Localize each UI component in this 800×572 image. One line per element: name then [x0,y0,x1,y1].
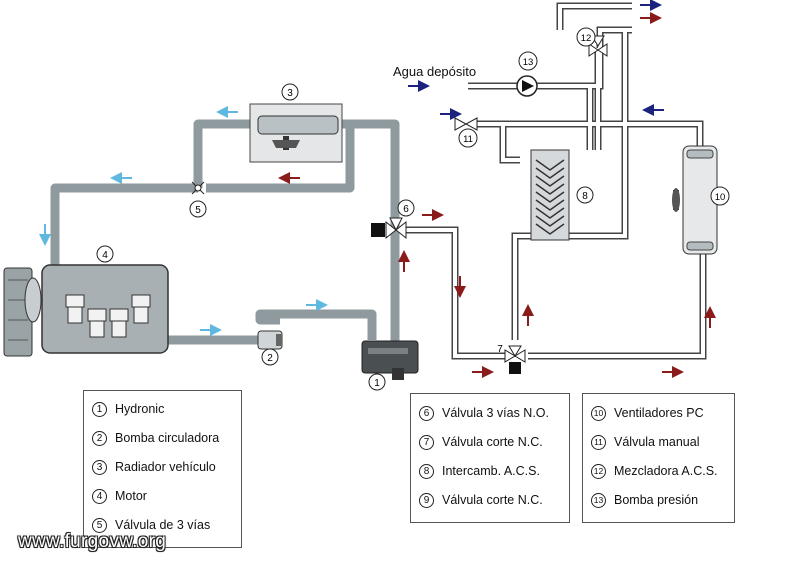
circulation-pump [257,330,283,350]
svg-text:12: 12 [581,33,592,44]
legend-num: 6 [419,405,434,421]
legend-text: Válvula 3 vías N.O. [442,406,549,420]
engine-pistons [65,294,151,338]
coolant-pipe-valve5-to-radiator [193,119,258,188]
marker-11: 11 [458,128,478,148]
marker-3: 3 [281,83,299,101]
marker-6: 6 [397,199,415,217]
legend-num: 1 [92,401,107,417]
legend-num: 11 [591,434,606,450]
marker-13: 13 [518,51,538,71]
valve-7 [504,345,526,374]
legend-text: Válvula corte N.C. [442,493,543,507]
valve-5 [191,181,205,195]
legend-num: 5 [92,517,107,533]
svg-text:6: 6 [403,204,409,215]
svg-text:3: 3 [287,88,293,99]
legend-num: 13 [591,492,606,508]
vehicle-radiator [249,103,343,163]
pressure-pump [516,75,538,97]
marker-2: 2 [261,348,279,366]
coolant-flow-arrows [39,106,328,336]
legend-num: 8 [419,463,434,479]
svg-text:5: 5 [195,205,201,216]
legend-text: Válvula de 3 vías [115,518,211,532]
marker-8: 8 [576,186,594,204]
legend-num: 4 [92,488,107,504]
marker-12: 12 [576,27,596,47]
coolant-pipes [50,119,400,345]
legend-text: Radiador vehículo [115,460,216,474]
pc-fan-radiator [672,145,718,255]
watermark: www.furgovw.org [18,531,167,552]
legend-box-1: 1 Hydronic 2 Bomba circuladora 3 Radiador v… [83,390,242,548]
legend-text: Válvula manual [614,435,700,449]
svg-text:8: 8 [582,191,588,202]
hot-flow-arrows [278,12,716,378]
coolant-pipe-radiator-to-hydronic [338,119,400,342]
legend-text: Motor [115,489,147,503]
svg-text:13: 13 [523,57,534,68]
legend-text: Válvula corte N.C. [442,435,543,449]
legend-num: 10 [591,405,606,421]
svg-text:4: 4 [102,250,108,261]
svg-text:1: 1 [374,378,380,389]
legend-text: Intercamb. A.C.S. [442,464,540,478]
marker-10: 10 [710,186,730,206]
legend-box-3: 10 Ventiladores PC 11 Válvula manual 12 Mez… [582,393,735,523]
svg-text:2: 2 [267,353,273,364]
legend-text: Ventiladores PC [614,406,704,420]
legend-num: 12 [591,463,606,479]
legend-text: Bomba circuladora [115,431,220,445]
svg-text:7: 7 [497,344,503,355]
coolant-pipe-motor-to-valve5 [50,183,198,268]
marker-4: 4 [96,245,114,263]
legend-num: 3 [92,459,107,475]
coolant-pipe-pump-to-hydronic [255,309,377,340]
legend-text: Hydronic [115,402,165,416]
svg-text:11: 11 [463,134,473,145]
hydronic-heater [361,340,419,380]
engine [3,264,169,357]
svg-text:10: 10 [715,192,726,203]
heat-exchanger [530,149,570,241]
valve-6 [371,217,407,240]
legend-num: 2 [92,430,107,446]
supply-flow-arrows [408,0,664,120]
legend-num: 9 [419,492,434,508]
agua-deposito-label: Agua depósito [393,64,476,79]
component-markers: 3 5 4 2 1 6 7 8 10 11 12 13 [96,27,730,391]
marker-7: 7 [497,344,503,355]
legend-text: Bomba presión [614,493,699,507]
legend-num: 7 [419,434,434,450]
marker-5: 5 [189,200,207,218]
valve-11 [454,117,478,131]
marker-1: 1 [368,373,386,391]
legend-text: Mezcladora A.C.S. [614,464,718,478]
